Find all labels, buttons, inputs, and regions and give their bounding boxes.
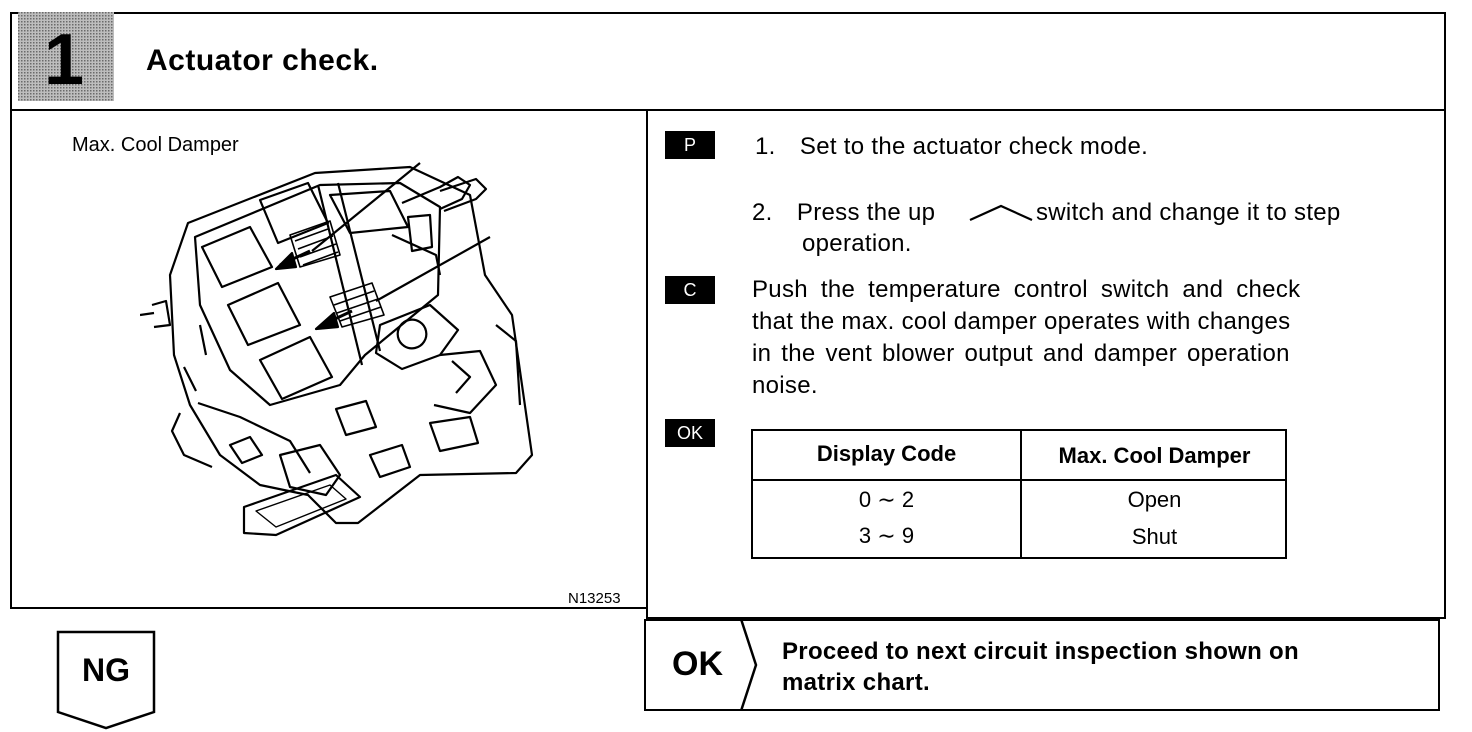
damper-table: Display Code Max. Cool Damper 0 ∼ 2 Open… bbox=[751, 429, 1287, 559]
ok-label: OK bbox=[672, 645, 723, 683]
ok-arrow-divider bbox=[739, 619, 758, 711]
ng-label: NG bbox=[82, 652, 130, 688]
up-switch-icon bbox=[969, 204, 1033, 222]
procedure-panel bbox=[646, 109, 1446, 619]
step-2-text-start: 2. Press the up bbox=[752, 199, 936, 226]
figure-code: N13253 bbox=[568, 590, 621, 607]
check-text-line2: that the max. cool damper operates with … bbox=[752, 308, 1291, 335]
ok-instruction-line2: matrix chart. bbox=[782, 669, 930, 696]
check-text-line3: in the vent blower output and damper ope… bbox=[752, 340, 1290, 367]
table-header-damper: Max. Cool Damper bbox=[1058, 443, 1251, 468]
step-number: 1 bbox=[44, 20, 84, 100]
tag-c: C bbox=[665, 276, 715, 304]
step-2-text-line2: operation. bbox=[802, 230, 912, 257]
tag-p: P bbox=[665, 131, 715, 159]
page-title: Actuator check. bbox=[146, 44, 379, 77]
ok-instruction-line1: Proceed to next circuit inspection shown… bbox=[782, 638, 1299, 665]
figure-caption: Max. Cool Damper bbox=[72, 134, 239, 156]
ng-result-box bbox=[56, 630, 156, 730]
check-text-line4: noise. bbox=[752, 372, 818, 399]
step-number-badge: 1 bbox=[18, 12, 114, 101]
step-1-text: 1. Set to the actuator check mode. bbox=[755, 133, 1149, 160]
check-text-line1: Push the temperature control switch and … bbox=[752, 276, 1301, 303]
max-cool-damper-illustration bbox=[140, 162, 534, 537]
tag-ok: OK bbox=[665, 419, 715, 447]
ok-result-box bbox=[644, 619, 1440, 711]
table-row-1-code: 0 ∼ 2 bbox=[858, 487, 915, 512]
step-2-text-end: switch and change it to step bbox=[1036, 199, 1341, 226]
ok-instruction: Proceed to next circuit inspection shown… bbox=[782, 636, 1299, 698]
table-row-1-state: Open bbox=[1127, 487, 1182, 512]
table-header-display-code: Display Code bbox=[816, 441, 957, 466]
table-row-2-state: Shut bbox=[1131, 524, 1178, 549]
table-row-2-code: 3 ∼ 9 bbox=[858, 523, 915, 548]
